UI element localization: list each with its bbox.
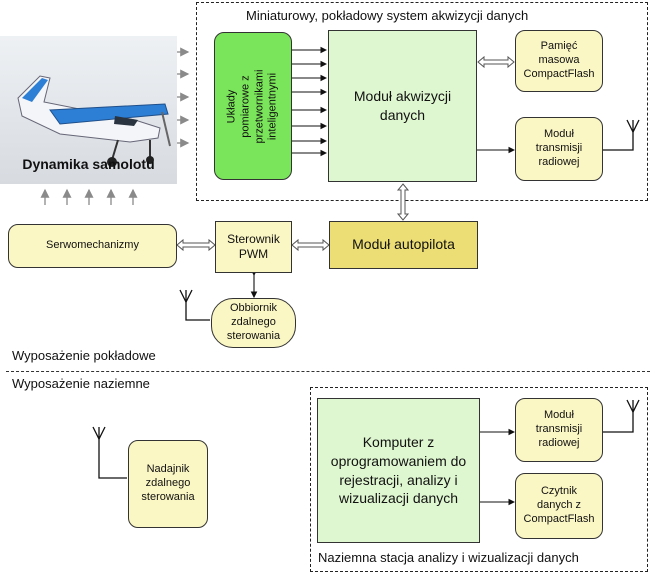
receiver-module: Obbiornik zdalnego sterowania [211,298,296,348]
ground-station-title: Naziemna stacja analizy i wizualizacji d… [318,550,579,565]
receiver-label: Obbiornik zdalnego sterowania [226,302,281,342]
photo-caption: Dynamika samolotu [22,156,155,172]
servo-module: Serwomechanizmy [8,224,177,268]
autopilot-label: Moduł autopilota [352,236,455,253]
onboard-system-title: Miniaturowy, pokładowy system akwizycji … [246,8,529,23]
airplane-icon [17,75,171,167]
onboard-radio-label: Moduł transmisji radiowej [535,128,583,168]
onboard-radio-module: Moduł transmisji radiowej [515,117,603,181]
sensors-module: Układy pomiarowe z przetwornikami inteli… [214,32,292,180]
section-onboard-label: Wyposażenie pokładowe [12,348,156,363]
ground-computer-label: Komputer z oprogramowaniem do rejestracj… [330,433,467,507]
reader-label: Czytnik danych z CompactFlash [523,485,595,525]
transmitter-label: Nadajnik zdalnego sterowania [141,463,195,503]
pwm-label: Sterownik PWM [227,232,280,261]
section-divider [6,371,650,372]
pwm-controller: Sterownik PWM [215,221,292,273]
ground-computer: Komputer z oprogramowaniem do rejestracj… [317,398,480,543]
acquisition-module: Moduł akwizycji danych [328,30,477,182]
ground-station-frame [310,387,648,572]
reader-module: Czytnik danych z CompactFlash [515,473,603,539]
servo-label: Serwomechanizmy [46,239,139,252]
onboard-system-frame [196,2,648,201]
acquisition-label: Moduł akwizycji danych [353,88,452,123]
storage-module: Pamięć masowa CompactFlash [515,30,603,92]
storage-label: Pamięć masowa CompactFlash [523,40,595,80]
section-ground-label: Wyposażenie naziemne [12,376,150,391]
transmitter-module: Nadajnik zdalnego sterowania [128,440,208,528]
ground-radio-label: Moduł transmisji radiowej [535,409,583,449]
ground-radio-module: Moduł transmisji radiowej [515,398,603,462]
sensors-label: Układy pomiarowe z przetwornikami inteli… [225,69,279,143]
aircraft-photo: Dynamika samolotu [0,36,177,184]
autopilot-module: Moduł autopilota [329,221,478,269]
